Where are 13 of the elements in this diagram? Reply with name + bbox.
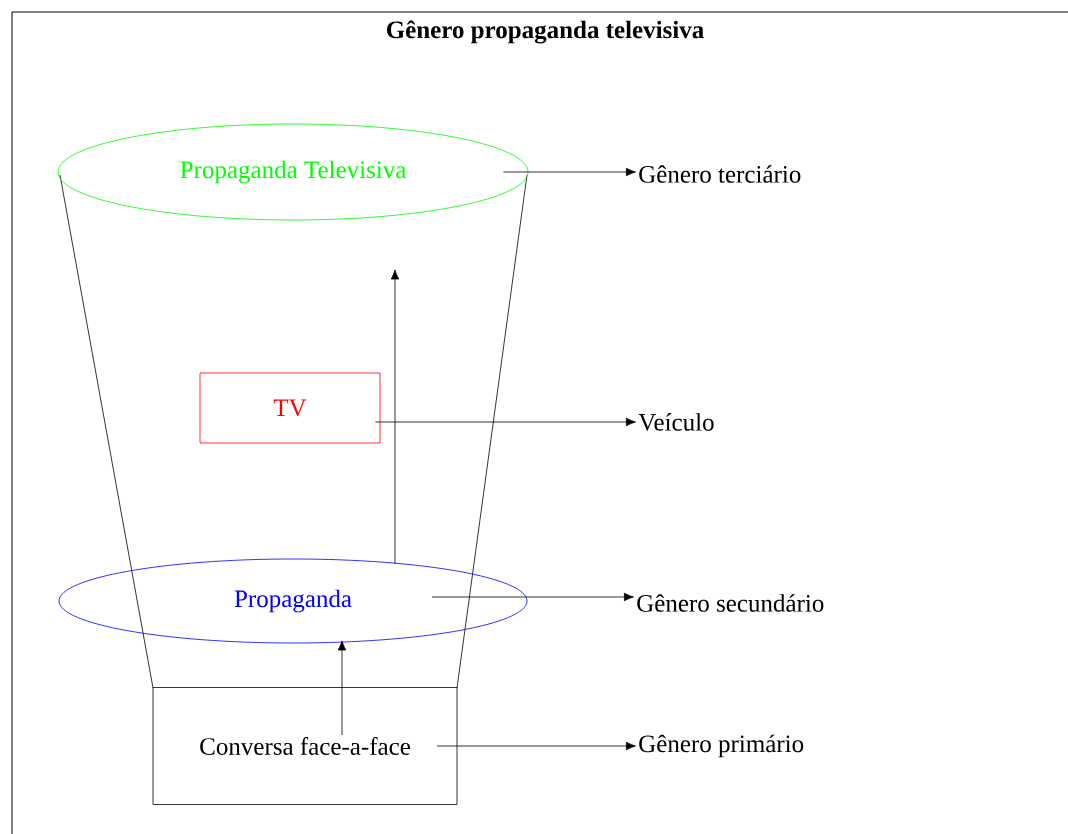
title: Gênero propaganda televisiva [386, 20, 704, 44]
level-label: Gênero secundário [637, 594, 824, 612]
arrow [436, 741, 636, 751]
arrow [503, 167, 636, 177]
level-label: Veículo [638, 413, 714, 431]
level-label: Gênero terciário [639, 165, 801, 183]
level-label: Gênero primário [639, 734, 804, 758]
arrow [375, 417, 636, 427]
process-box: TV [199, 372, 381, 444]
process-box: Conversa face-a-face [152, 687, 458, 805]
arrow [390, 269, 400, 564]
arrow [337, 640, 347, 736]
arrow [431, 592, 634, 602]
